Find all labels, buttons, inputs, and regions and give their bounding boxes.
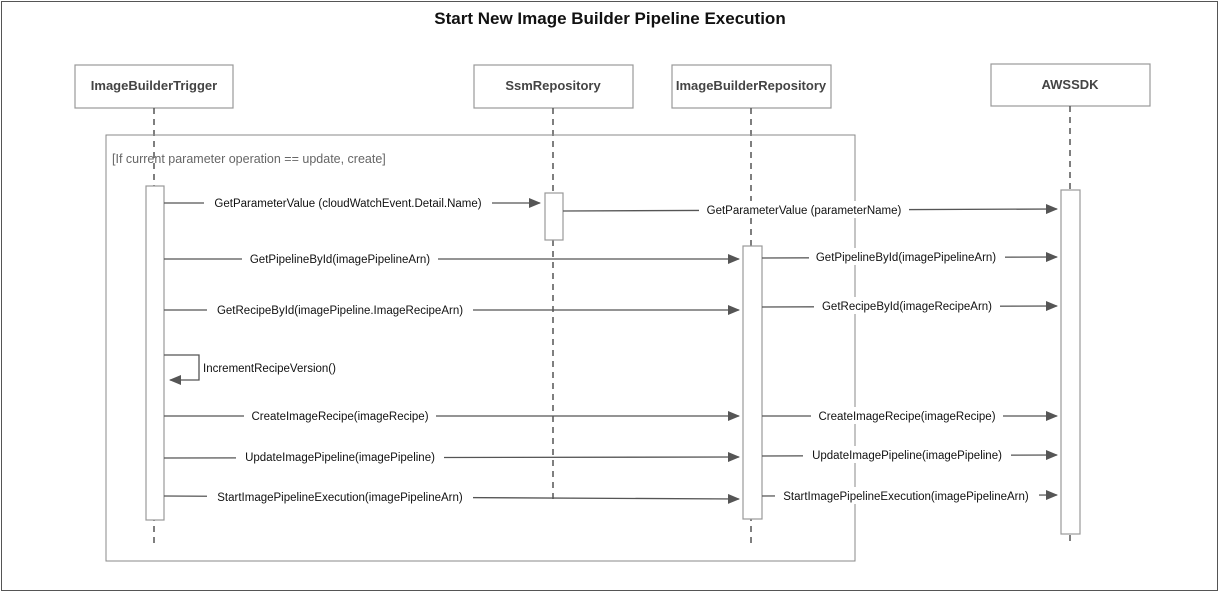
message-start-image-pipeline-execution-sdk: StartImagePipelineExecution(imagePipelin… — [761, 487, 1058, 504]
fragment-condition: [If current parameter operation == updat… — [112, 152, 386, 166]
message-label: CreateImageRecipe(imageRecipe) — [251, 411, 428, 423]
participant-label: AWSSDK — [1041, 77, 1099, 92]
participant-trigger: ImageBuilderTrigger — [74, 64, 234, 109]
participant-label: SsmRepository — [505, 78, 601, 93]
label-background — [699, 201, 909, 218]
participant-label: ImageBuilderRepository — [676, 78, 827, 93]
label-background — [809, 248, 1005, 265]
message-label: GetPipelineById(imagePipelineArn) — [816, 252, 996, 264]
message-start-image-pipeline-execution: StartImagePipelineExecution(imagePipelin… — [163, 488, 740, 505]
label-background — [775, 487, 1039, 504]
participant-label: ImageBuilderTrigger — [91, 78, 217, 93]
message-label: StartImagePipelineExecution(imagePipelin… — [217, 492, 463, 504]
diagram-title: Start New Image Builder Pipeline Executi… — [434, 9, 785, 28]
participant-ibrepo: ImageBuilderRepository — [671, 64, 832, 109]
participant-aws: AWSSDK — [990, 63, 1151, 107]
message-update-image-pipeline: UpdateImagePipeline(imagePipeline) — [163, 448, 740, 465]
message-label: StartImagePipelineExecution(imagePipelin… — [783, 491, 1029, 503]
message-get-recipe-by-id: GetRecipeById(imagePipeline.ImageRecipeA… — [164, 301, 740, 318]
label-background — [204, 194, 492, 211]
label-background — [236, 448, 444, 465]
message-create-image-recipe: CreateImageRecipe(imageRecipe) — [164, 407, 740, 424]
message-label: CreateImageRecipe(imageRecipe) — [818, 411, 995, 423]
message-get-parameter-value-sdk: GetParameterValue (parameterName) — [562, 201, 1058, 218]
participant-box — [990, 63, 1151, 107]
participant-ssm: SsmRepository — [473, 64, 634, 109]
activation-bar-ibrepo — [742, 245, 763, 520]
label-background — [207, 488, 473, 505]
message-create-image-recipe-sdk: CreateImageRecipe(imageRecipe) — [762, 407, 1058, 424]
label-background — [803, 446, 1011, 463]
label-background — [242, 250, 438, 267]
message-get-pipeline-by-id-sdk: GetPipelineById(imagePipelineArn) — [761, 248, 1058, 265]
label-background — [811, 407, 1003, 424]
participant-box — [473, 64, 634, 109]
participant-box — [671, 64, 832, 109]
message-label: GetPipelineById(imagePipelineArn) — [250, 254, 430, 266]
message-label: UpdateImagePipeline(imagePipeline) — [245, 452, 435, 464]
message-get-parameter-value: GetParameterValue (cloudWatchEvent.Detai… — [164, 194, 541, 211]
activation-bar-ssm — [544, 192, 564, 241]
fragment-frame — [105, 134, 856, 562]
message-label: UpdateImagePipeline(imagePipeline) — [812, 450, 1002, 462]
message-get-recipe-by-id-sdk: GetRecipeById(imageRecipeArn) — [761, 297, 1058, 314]
message-label: GetRecipeById(imageRecipeArn) — [822, 301, 992, 313]
label-background — [814, 297, 1000, 314]
label-background — [207, 301, 473, 318]
activation-bar-aws — [1060, 189, 1081, 535]
message-update-image-pipeline-sdk: UpdateImagePipeline(imagePipeline) — [761, 446, 1058, 463]
alt-fragment: [If current parameter operation == updat… — [105, 134, 856, 562]
message-label: IncrementRecipeVersion() — [203, 363, 336, 375]
label-background — [244, 407, 436, 424]
message-label: GetParameterValue (parameterName) — [707, 205, 902, 217]
self-message-arrow — [164, 354, 200, 385]
message-get-pipeline-by-id: GetPipelineById(imagePipelineArn) — [164, 250, 740, 267]
message-label: GetParameterValue (cloudWatchEvent.Detai… — [214, 198, 481, 210]
message-label: GetRecipeById(imagePipeline.ImageRecipeA… — [217, 305, 463, 317]
message-increment-recipe-version: IncrementRecipeVersion() — [164, 354, 336, 385]
activation-bar-trigger — [145, 185, 165, 521]
